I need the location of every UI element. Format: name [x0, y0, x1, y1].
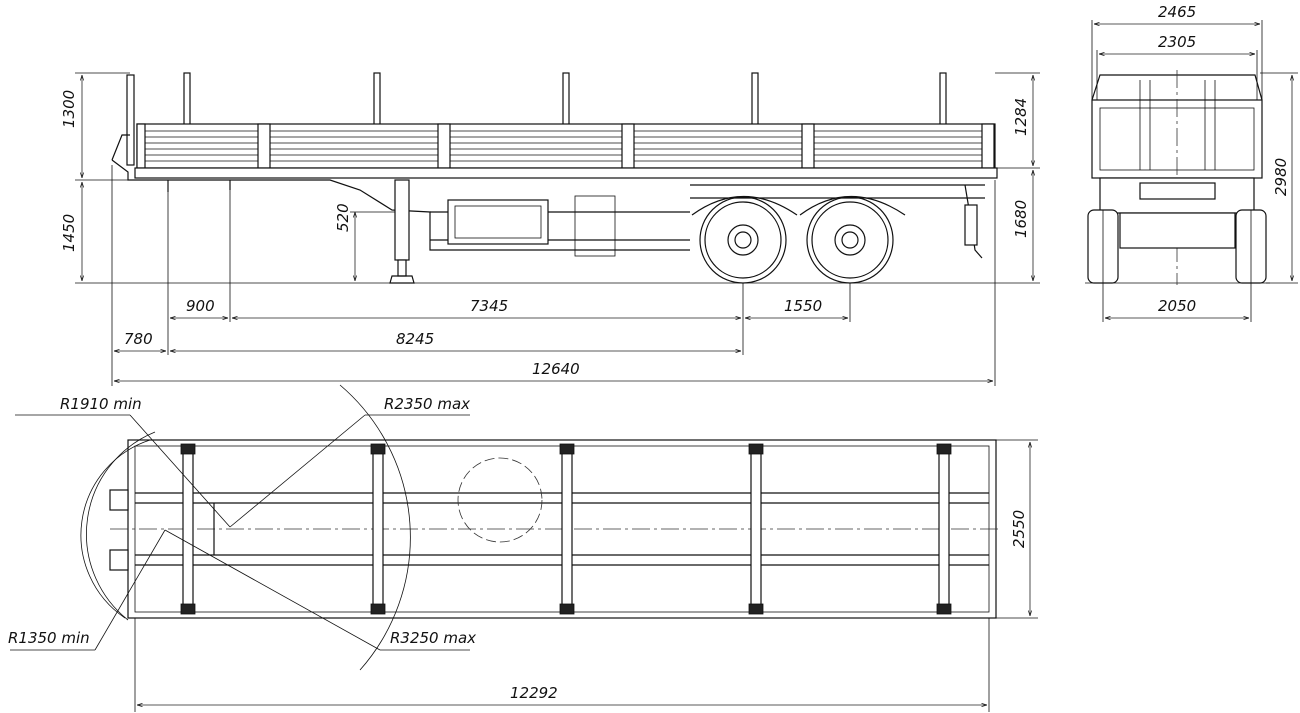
label-turn-radius-max: R2350 max: [384, 395, 470, 413]
dim-axle-spread: 1550: [784, 297, 822, 315]
rear-view-dimensions: [1091, 20, 1298, 322]
dim-height-deck: 1450: [60, 214, 78, 252]
dim-leg-to-axle: 7345: [470, 297, 508, 315]
dim-overall-height: 2980: [1272, 158, 1290, 196]
dim-platform-length: 12292: [510, 684, 558, 702]
top-view-dimensions: [134, 439, 1038, 712]
chassis-frame: [111, 134, 998, 257]
rear-view: 2465 2305 2980 2050: [1085, 3, 1298, 322]
dim-support-lift: 520: [334, 203, 352, 232]
top-view: R1910 min R2350 max R1350 min R3250 max …: [8, 384, 1038, 712]
dim-platform-width: 2550: [1010, 510, 1028, 548]
cross-members: [180, 443, 952, 615]
label-turn-radius-rear-max: R3250 max: [390, 629, 476, 647]
stakes: [126, 72, 947, 166]
side-board: [136, 123, 996, 169]
dim-height-stakes: 1300: [60, 90, 78, 128]
label-turn-radius-min: R1350 min: [8, 629, 90, 647]
dim-inner-width: 2305: [1158, 33, 1196, 51]
dim-overall-width: 2465: [1158, 3, 1196, 21]
wheel-front-axle: [699, 196, 787, 284]
dim-height-deck-rear: 1680: [1012, 200, 1030, 238]
dim-kingpin-to-axle: 8245: [396, 330, 434, 348]
dim-overall-length: 12640: [532, 360, 580, 378]
dim-track-width: 2050: [1158, 297, 1196, 315]
side-view: 1300 1450 520 1284 1680 900 7345 1550 78…: [60, 72, 1040, 386]
dim-height-stakes-rear: 1284: [1012, 98, 1030, 136]
wheel-rear-axle: [806, 196, 894, 284]
side-view-dimensions: [75, 72, 1040, 386]
landing-gear: [389, 179, 415, 284]
label-turn-radius-front-min: R1910 min: [60, 395, 142, 413]
dim-front-overhang: 780: [124, 330, 153, 348]
rear-underrun: [964, 184, 983, 259]
dim-kingpin-to-leg: 900: [186, 297, 215, 315]
